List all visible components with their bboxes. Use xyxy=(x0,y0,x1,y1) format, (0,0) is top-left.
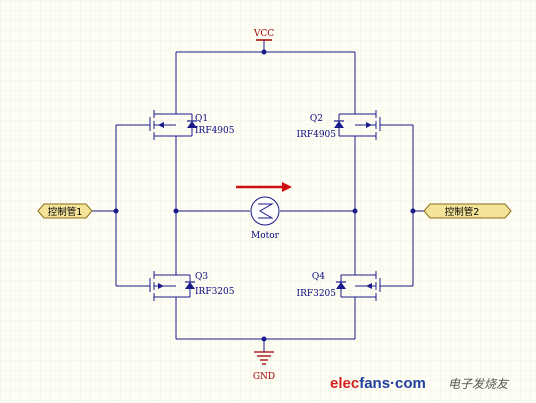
q3-diode-icon xyxy=(185,282,195,289)
mosfet-q1-icon xyxy=(149,104,197,140)
q4-part-label: IRF3205 xyxy=(297,289,337,299)
q2-diode-icon xyxy=(334,121,344,128)
port-left-label: 控制管1 xyxy=(48,206,83,218)
mosfet-q2-icon xyxy=(334,104,381,140)
q2-arrow-icon xyxy=(366,122,372,128)
motor-component: Motor xyxy=(250,196,280,241)
q1-ref-label: Q1 xyxy=(195,114,208,124)
q3-transistor: Q3 IRF3205 xyxy=(149,270,235,302)
junction-dot xyxy=(261,336,267,342)
motor-winding-icon xyxy=(258,203,274,219)
mosfet-q4-icon xyxy=(336,270,381,302)
q3-arrow-icon xyxy=(158,283,164,289)
junction-dot xyxy=(261,49,267,55)
mosfet-q3-icon xyxy=(149,270,195,302)
q4-transistor: Q4 IRF3205 xyxy=(297,270,381,302)
q4-diode-icon xyxy=(336,282,346,289)
ground-icon xyxy=(254,351,274,365)
watermark-chinese: 电子发烧友 xyxy=(448,377,510,391)
q4-arrow-icon xyxy=(366,283,372,289)
current-direction-arrow xyxy=(236,182,292,192)
q2-transistor: Q2 IRF4905 xyxy=(297,104,381,140)
junction-dot xyxy=(410,208,416,214)
junctions xyxy=(113,49,416,342)
gnd-symbol: GND xyxy=(253,351,275,382)
vcc-label: VCC xyxy=(253,29,274,39)
q1-part-label: IRF4905 xyxy=(195,126,235,136)
q4-ref-label: Q4 xyxy=(312,272,325,282)
q1-arrow-icon xyxy=(158,122,164,128)
junction-dot xyxy=(173,208,179,214)
arrow-right-icon xyxy=(282,182,292,192)
q1-diode-icon xyxy=(187,121,197,128)
junction-dot xyxy=(352,208,358,214)
gnd-label: GND xyxy=(253,372,275,382)
port-right-label: 控制管2 xyxy=(445,206,480,218)
motor-label: Motor xyxy=(251,231,280,241)
port-right-shape xyxy=(423,203,512,219)
q3-part-label: IRF3205 xyxy=(195,287,235,297)
q2-part-label: IRF4905 xyxy=(297,130,337,140)
port-left: 控制管1 xyxy=(37,203,93,219)
port-left-shape xyxy=(37,203,93,219)
q1-transistor: Q1 IRF4905 xyxy=(149,104,235,140)
port-right: 控制管2 xyxy=(423,203,512,219)
motor-icon xyxy=(250,196,280,226)
junction-dot xyxy=(113,208,119,214)
watermark: elecfans·com 电子发烧友 xyxy=(330,375,510,392)
q3-ref-label: Q3 xyxy=(195,272,208,282)
vcc-symbol: VCC xyxy=(253,29,274,41)
q2-ref-label: Q2 xyxy=(310,114,323,124)
watermark-brand: elecfans·com xyxy=(330,375,426,392)
